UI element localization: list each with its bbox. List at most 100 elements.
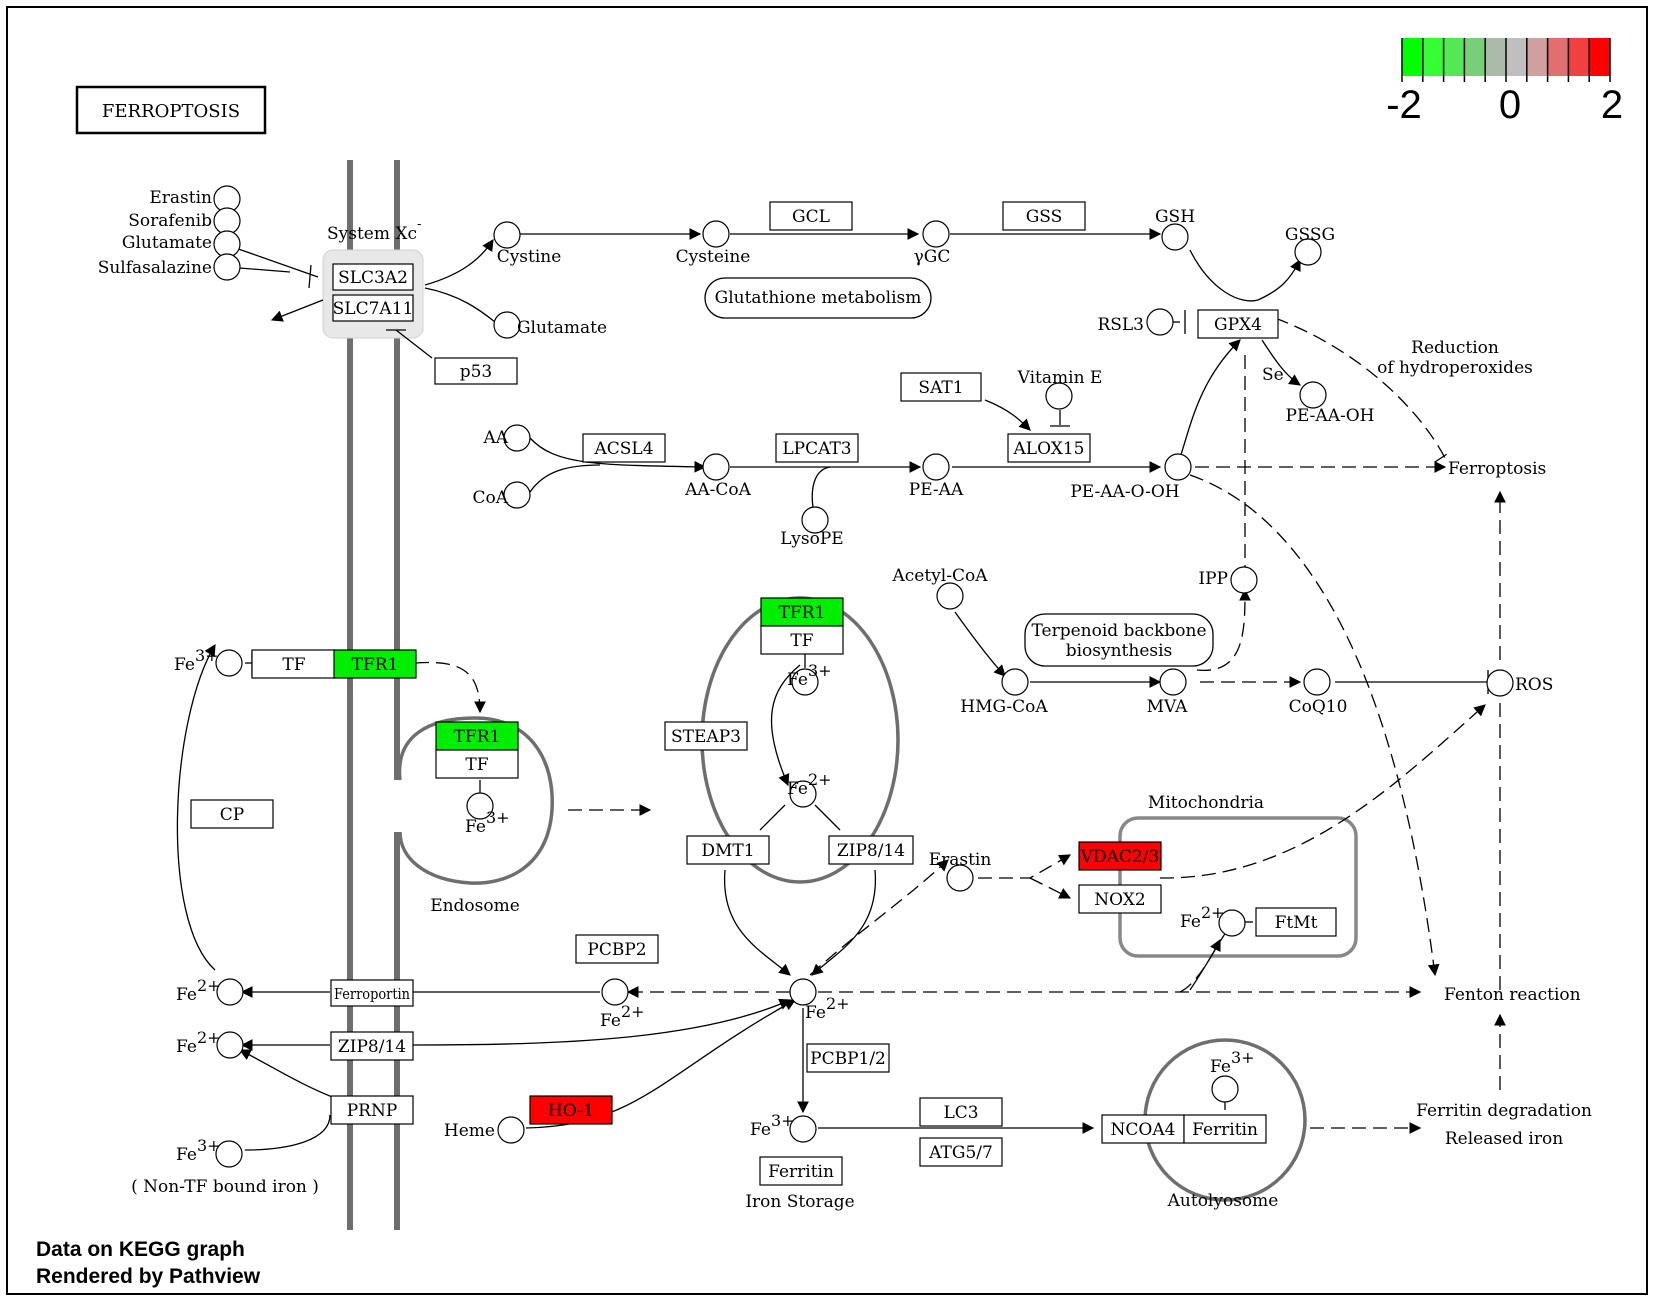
gene-label: PCBP2 xyxy=(587,940,646,960)
compound-node[interactable] xyxy=(1161,223,1189,251)
gene-cp[interactable]: CP xyxy=(190,799,274,829)
legend-swatch xyxy=(1422,38,1444,76)
gene-tf-endosome[interactable]: TF xyxy=(435,749,519,779)
gene-ferritin-auto[interactable]: Ferritin xyxy=(1183,1114,1267,1144)
compound-node[interactable] xyxy=(1159,668,1187,696)
gene-label: STEAP3 xyxy=(671,727,741,747)
compound-node[interactable] xyxy=(1230,566,1258,594)
gene-vdac23[interactable]: VDAC2/3 xyxy=(1078,841,1162,871)
pathway-map-glutathione[interactable]: Glutathione metabolism xyxy=(704,277,932,319)
iron-ion-label: Fe2+ xyxy=(176,1028,221,1057)
iron-ion-label: Fe3+ xyxy=(176,1136,221,1165)
gene-pcbp12[interactable]: PCBP1/2 xyxy=(806,1043,890,1073)
gene-tf-endo-top[interactable]: TF xyxy=(760,625,844,655)
iron-ion-label: Fe2+ xyxy=(805,994,850,1023)
gene-gss[interactable]: GSS xyxy=(1002,201,1086,231)
compound-node[interactable] xyxy=(213,253,241,281)
compound-node[interactable] xyxy=(1486,669,1514,697)
gene-label: NCOA4 xyxy=(1111,1120,1176,1140)
gene-label: VDAC2/3 xyxy=(1080,847,1160,867)
gene-sat1[interactable]: SAT1 xyxy=(900,372,982,402)
compound-node[interactable] xyxy=(1299,381,1327,409)
compound-node[interactable] xyxy=(216,978,244,1006)
iron-ion-label: Fe2+ xyxy=(176,976,221,1005)
compound-node[interactable] xyxy=(1303,668,1331,696)
gene-label: SLC3A2 xyxy=(338,268,408,288)
gene-slc3a2[interactable]: SLC3A2 xyxy=(332,263,414,291)
gene-gcl[interactable]: GCL xyxy=(769,201,853,231)
compound-node[interactable] xyxy=(1211,1075,1239,1103)
compound-node[interactable] xyxy=(922,220,950,248)
compound-node[interactable] xyxy=(936,582,964,610)
gene-acsl4[interactable]: ACSL4 xyxy=(582,433,666,463)
iron-ion-label: Fe3+ xyxy=(1210,1048,1255,1077)
gene-gpx4[interactable]: GPX4 xyxy=(1197,309,1279,339)
legend-swatch xyxy=(1443,38,1465,76)
compound-node[interactable] xyxy=(801,506,829,534)
compound-node[interactable] xyxy=(1218,909,1246,937)
label-coq10: CoQ10 xyxy=(1289,697,1348,717)
gene-prnp[interactable]: PRNP xyxy=(330,1095,414,1125)
compound-node[interactable] xyxy=(922,453,950,481)
legend-swatch xyxy=(1547,38,1569,76)
compound-node[interactable] xyxy=(216,1031,244,1059)
compound-node[interactable] xyxy=(1146,308,1174,336)
compound-node[interactable] xyxy=(789,1115,817,1143)
gene-tf-membrane[interactable]: TF xyxy=(251,649,337,679)
compound-node[interactable] xyxy=(1045,382,1073,410)
compound-node[interactable] xyxy=(1001,668,1029,696)
gene-steap3[interactable]: STEAP3 xyxy=(664,721,748,751)
label-fenton: Fenton reaction xyxy=(1444,985,1581,1005)
label-coa: CoA xyxy=(472,488,508,508)
compound-node[interactable] xyxy=(702,220,730,248)
compound-node[interactable] xyxy=(213,230,241,258)
legend-swatch xyxy=(1526,38,1548,76)
compound-node[interactable] xyxy=(789,780,817,808)
compound-node[interactable] xyxy=(466,792,494,820)
label-cysteine: Cysteine xyxy=(676,247,751,267)
gene-lpcat3[interactable]: LPCAT3 xyxy=(775,433,859,463)
gene-ftmt[interactable]: FtMt xyxy=(1255,907,1337,937)
gene-ferroportin[interactable]: Ferroportin xyxy=(330,979,414,1007)
gene-label: LPCAT3 xyxy=(782,439,851,459)
gene-lc3[interactable]: LC3 xyxy=(919,1097,1003,1127)
compound-node[interactable] xyxy=(215,649,243,677)
gene-alox15[interactable]: ALOX15 xyxy=(1007,433,1091,463)
gene-tfr1-endo-top[interactable]: TFR1 xyxy=(760,597,844,627)
compound-node[interactable] xyxy=(946,864,974,892)
gene-dmt1[interactable]: DMT1 xyxy=(686,835,770,865)
compound-node[interactable] xyxy=(789,978,817,1006)
gene-label: NOX2 xyxy=(1094,890,1145,910)
compound-node[interactable] xyxy=(1294,238,1322,266)
gene-zip814-vesicle[interactable]: ZIP8/14 xyxy=(828,835,914,865)
compound-node[interactable] xyxy=(493,311,521,339)
gene-zip814-membrane[interactable]: ZIP8/14 xyxy=(330,1031,414,1061)
compound-node[interactable] xyxy=(601,978,629,1006)
label-mva: MVA xyxy=(1147,697,1189,717)
compound-node[interactable] xyxy=(493,221,521,249)
compound-node[interactable] xyxy=(497,1116,525,1144)
gene-slc7a11[interactable]: SLC7A11 xyxy=(332,294,414,322)
compound-node[interactable] xyxy=(213,207,241,235)
compound-node[interactable] xyxy=(791,668,819,696)
label-erastin: Erastin xyxy=(149,188,212,208)
gene-label: TFR1 xyxy=(454,727,501,747)
gene-ncoa4[interactable]: NCOA4 xyxy=(1101,1114,1185,1144)
pathway-map-terpenoid[interactable]: Terpenoid backbone biosynthesis xyxy=(1024,613,1214,667)
gene-ferritin-storage[interactable]: Ferritin xyxy=(759,1156,843,1186)
gene-pcbp2[interactable]: PCBP2 xyxy=(575,934,659,964)
gene-label: LC3 xyxy=(943,1103,978,1123)
compound-node[interactable] xyxy=(215,1140,243,1168)
compound-node[interactable] xyxy=(503,481,531,509)
gene-p53[interactable]: p53 xyxy=(434,357,518,385)
compound-node[interactable] xyxy=(702,453,730,481)
gene-tfr1-endosome[interactable]: TFR1 xyxy=(435,721,519,751)
compound-node[interactable] xyxy=(1164,453,1192,481)
label-se: Se xyxy=(1262,365,1284,385)
iron-ion-label: Fe3+ xyxy=(787,661,832,690)
compound-node[interactable] xyxy=(503,424,531,452)
gene-tfr1-membrane[interactable]: TFR1 xyxy=(333,649,417,679)
gene-atg57[interactable]: ATG5/7 xyxy=(919,1137,1003,1167)
gene-nox2[interactable]: NOX2 xyxy=(1078,884,1162,914)
gene-ho1[interactable]: HO-1 xyxy=(529,1095,613,1125)
